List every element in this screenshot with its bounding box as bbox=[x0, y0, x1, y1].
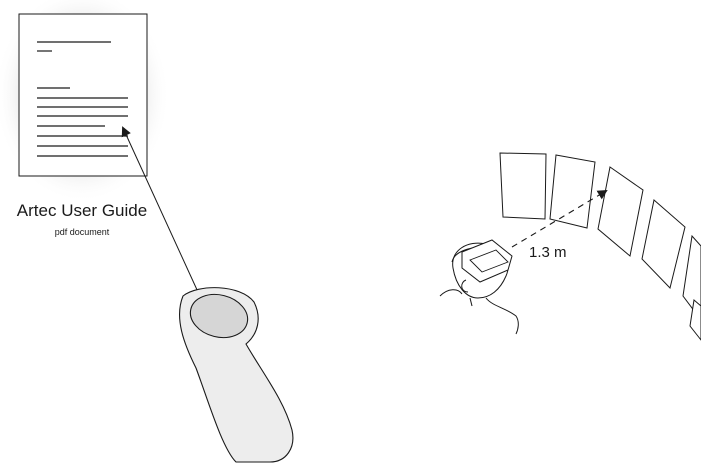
document-subtitle: pdf document bbox=[55, 227, 110, 237]
vr-controller-icon[interactable] bbox=[180, 288, 293, 462]
document-page-icon[interactable] bbox=[0, 0, 170, 203]
vr-headset-user-icon bbox=[440, 240, 518, 334]
user-neck bbox=[470, 298, 472, 306]
user-shoulder-left bbox=[440, 290, 462, 296]
distance-label: 1.3 m bbox=[529, 244, 567, 261]
floating-panel[interactable] bbox=[550, 155, 595, 228]
floating-panel[interactable] bbox=[598, 167, 643, 256]
document-title: Artec User Guide bbox=[17, 201, 147, 220]
user-shoulder-right bbox=[486, 298, 518, 334]
floating-panel[interactable] bbox=[500, 153, 546, 219]
floating-panel[interactable] bbox=[642, 200, 685, 288]
document-sheet bbox=[19, 14, 147, 176]
